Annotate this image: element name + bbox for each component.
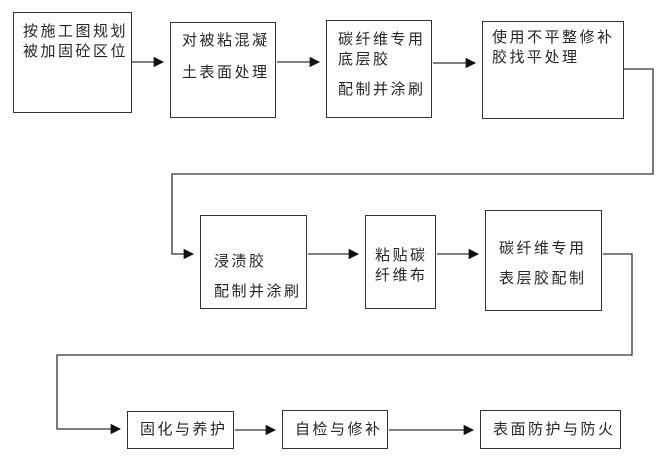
flow-node-plan-region: 按施工图规划 被加固砼区位 <box>13 12 132 113</box>
flow-node-leveling: 使用不平整修补 胶找平处理 <box>482 21 624 119</box>
flow-node-paste-cfrp: 粘贴碳 纤维布 <box>365 215 436 309</box>
flow-node-top-coat: 碳纤维专用 表层胶配制 <box>485 210 602 311</box>
node-text: 自检与修补 <box>295 421 383 438</box>
flow-node-curing: 固化与养护 <box>127 411 234 449</box>
node-text: 浸渍胶 <box>214 253 267 270</box>
node-text: 土表面处理 <box>182 64 270 81</box>
node-text: 碳纤维专用 <box>499 240 587 257</box>
node-text: 配制并涂刷 <box>214 283 302 300</box>
node-text: 碳纤维专用 <box>338 31 426 48</box>
node-text: 固化与养护 <box>140 421 228 438</box>
flow-node-fire-protection: 表面防护与防火 <box>480 410 621 449</box>
node-text: 表层胶配制 <box>499 270 587 287</box>
node-text: 使用不平整修补 <box>492 29 615 46</box>
node-text: 胶找平处理 <box>492 49 580 66</box>
node-text: 表面防护与防火 <box>493 421 616 438</box>
node-text: 被加固砼区位 <box>23 43 129 60</box>
flow-node-surface-treatment: 对被粘混凝 土表面处理 <box>170 22 276 118</box>
node-text: 配制并涂刷 <box>338 81 426 98</box>
node-text: 纤维布 <box>375 267 428 284</box>
node-text: 底层胶 <box>338 51 391 68</box>
node-text: 对被粘混凝 <box>182 32 270 49</box>
flow-node-self-inspection: 自检与修补 <box>282 410 388 449</box>
node-text: 按施工图规划 <box>23 23 129 40</box>
flow-node-primer-coat: 碳纤维专用 底层胶 配制并涂刷 <box>326 20 432 118</box>
flow-node-impregnation-glue: 浸渍胶 配制并涂刷 <box>200 215 307 309</box>
node-text: 粘贴碳 <box>375 247 428 264</box>
